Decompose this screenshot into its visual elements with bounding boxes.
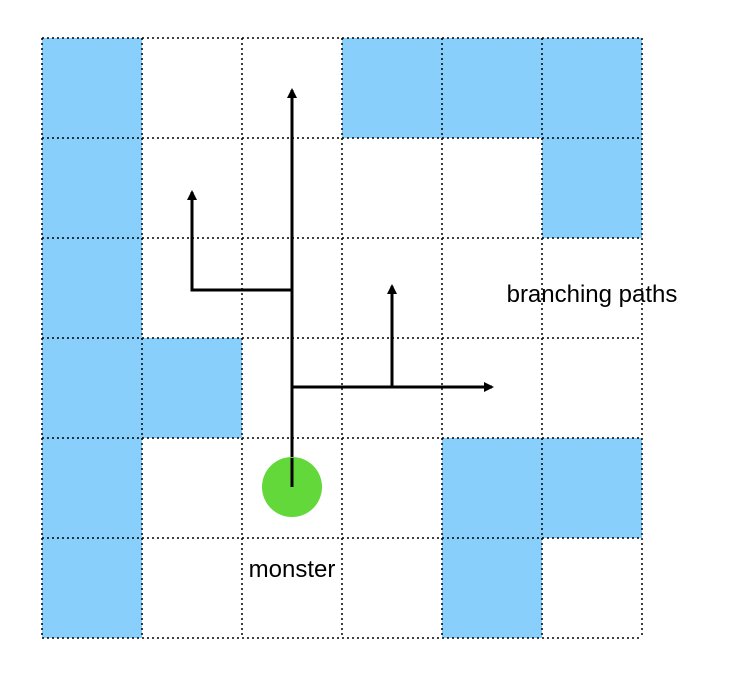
blocked-cell <box>542 438 642 538</box>
blocked-cell <box>542 138 642 238</box>
blocked-cell <box>42 38 142 138</box>
monster-label: monster <box>249 556 336 583</box>
branching-paths-label: branching paths <box>507 281 678 308</box>
left-branch-arrow <box>187 190 292 292</box>
blocked-cell <box>442 538 542 638</box>
blocked-cell <box>42 438 142 538</box>
blocked-cell <box>142 338 242 438</box>
grid-lines <box>41 37 643 639</box>
blocked-cell <box>442 38 542 138</box>
blocked-cell <box>42 238 142 338</box>
branching-paths-arrows <box>187 88 494 487</box>
blocked-cell <box>42 338 142 438</box>
blocked-cell <box>42 138 142 238</box>
blocked-cell <box>42 538 142 638</box>
blocked-cell <box>442 438 542 538</box>
blocked-cell <box>542 38 642 138</box>
grid-cells <box>42 38 642 638</box>
blocked-cell <box>342 38 442 138</box>
